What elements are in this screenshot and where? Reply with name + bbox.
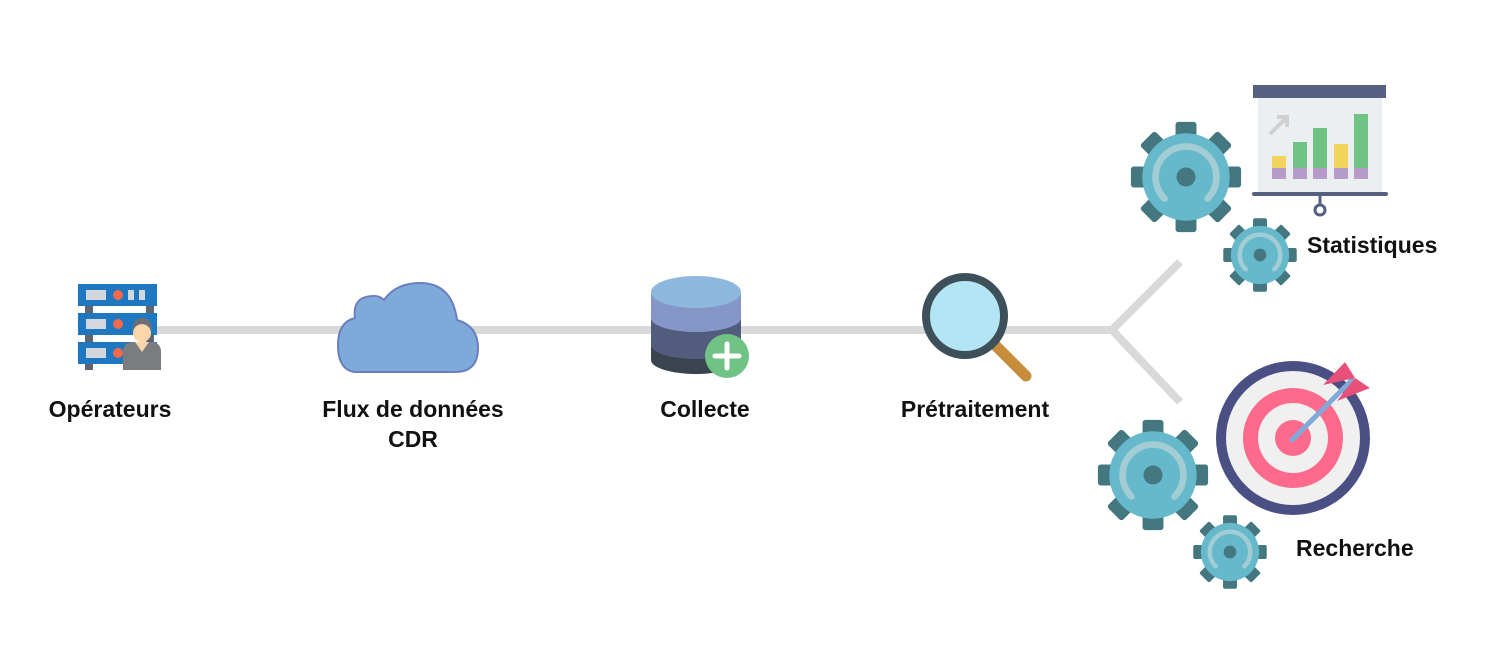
target-icon <box>1216 361 1370 515</box>
gear-icon <box>1098 420 1208 530</box>
magnifier-icon <box>922 273 1032 382</box>
stage-label-collecte: Collecte <box>660 396 750 422</box>
stage-label-operateurs: Opérateurs <box>48 396 172 422</box>
database-add-icon <box>651 276 749 378</box>
gear-icon <box>1223 218 1296 291</box>
server-operator-icon <box>78 284 161 370</box>
gear-icon <box>1131 122 1241 232</box>
cloud-icon <box>336 281 480 373</box>
stage-label-flux-line2: CDR <box>388 426 438 452</box>
output-label-recherche: Recherche <box>1296 535 1414 561</box>
stage-label-pretraitement: Prétraitement <box>900 396 1050 422</box>
presentation-chart-icon <box>1252 85 1388 217</box>
stage-label-flux: Flux de données CDR <box>283 394 543 454</box>
output-label-statistiques: Statistiques <box>1307 232 1438 258</box>
gear-icon <box>1193 515 1266 588</box>
stage-label-flux-line1: Flux de données <box>322 396 504 422</box>
